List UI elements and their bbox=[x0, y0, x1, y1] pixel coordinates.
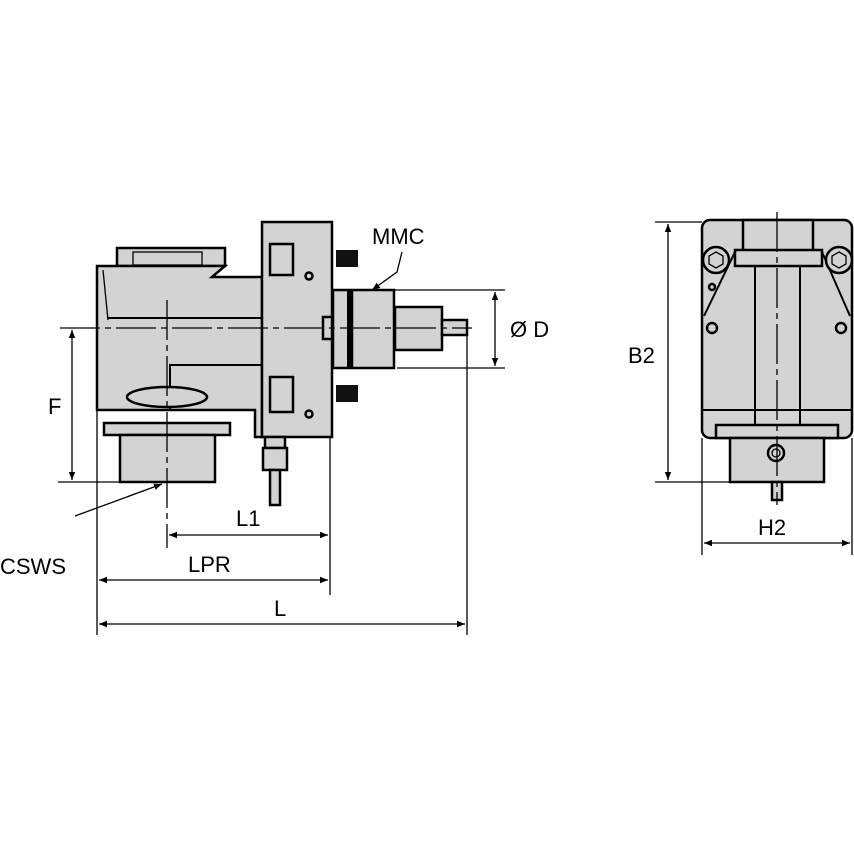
hex-head-icon bbox=[708, 251, 724, 269]
extension-line bbox=[655, 221, 730, 483]
label-l: L bbox=[274, 596, 286, 621]
coolant-port-inner bbox=[771, 448, 781, 458]
hex-bolt-icon bbox=[824, 245, 854, 275]
leader-mmc bbox=[371, 251, 403, 291]
bolt-top bbox=[336, 250, 358, 267]
screw-hole-icon bbox=[707, 282, 717, 292]
label-csws: CSWS bbox=[0, 554, 66, 579]
fitting-body bbox=[261, 446, 289, 472]
screw-hole-icon bbox=[834, 321, 848, 335]
body-chamfer-line bbox=[102, 269, 109, 321]
seal-band bbox=[347, 290, 352, 368]
side-view: Ø D F L1 LPR L CSWS MMC bbox=[0, 220, 549, 635]
fitting-pipe bbox=[268, 468, 282, 507]
label-b2: B2 bbox=[628, 343, 655, 368]
plate-pocket-top bbox=[268, 242, 295, 277]
output-collet-nut bbox=[350, 288, 396, 370]
coolant-port-icon bbox=[766, 443, 786, 463]
label-lpr: LPR bbox=[188, 552, 231, 577]
leader-csws bbox=[74, 483, 163, 517]
fitting-nut bbox=[263, 435, 287, 450]
label-f: F bbox=[48, 394, 61, 419]
hex-bolt-icon bbox=[701, 245, 731, 275]
screw-hole-icon bbox=[304, 409, 314, 419]
label-l1: L1 bbox=[236, 506, 260, 531]
extension-line bbox=[701, 438, 853, 555]
label-diameter: Ø D bbox=[510, 317, 549, 342]
front-top-block bbox=[741, 218, 815, 254]
front-view: B2 H2 bbox=[628, 212, 854, 555]
label-mmc: MMC bbox=[372, 224, 425, 249]
label-h2: H2 bbox=[758, 515, 786, 540]
bolt-bottom bbox=[336, 385, 358, 402]
screw-hole-icon bbox=[304, 271, 314, 281]
front-collar bbox=[733, 248, 824, 268]
screw-hole-icon bbox=[705, 321, 719, 335]
plate-pocket-bottom bbox=[268, 375, 295, 414]
hex-head-icon bbox=[831, 251, 847, 269]
housing-body bbox=[95, 264, 264, 439]
